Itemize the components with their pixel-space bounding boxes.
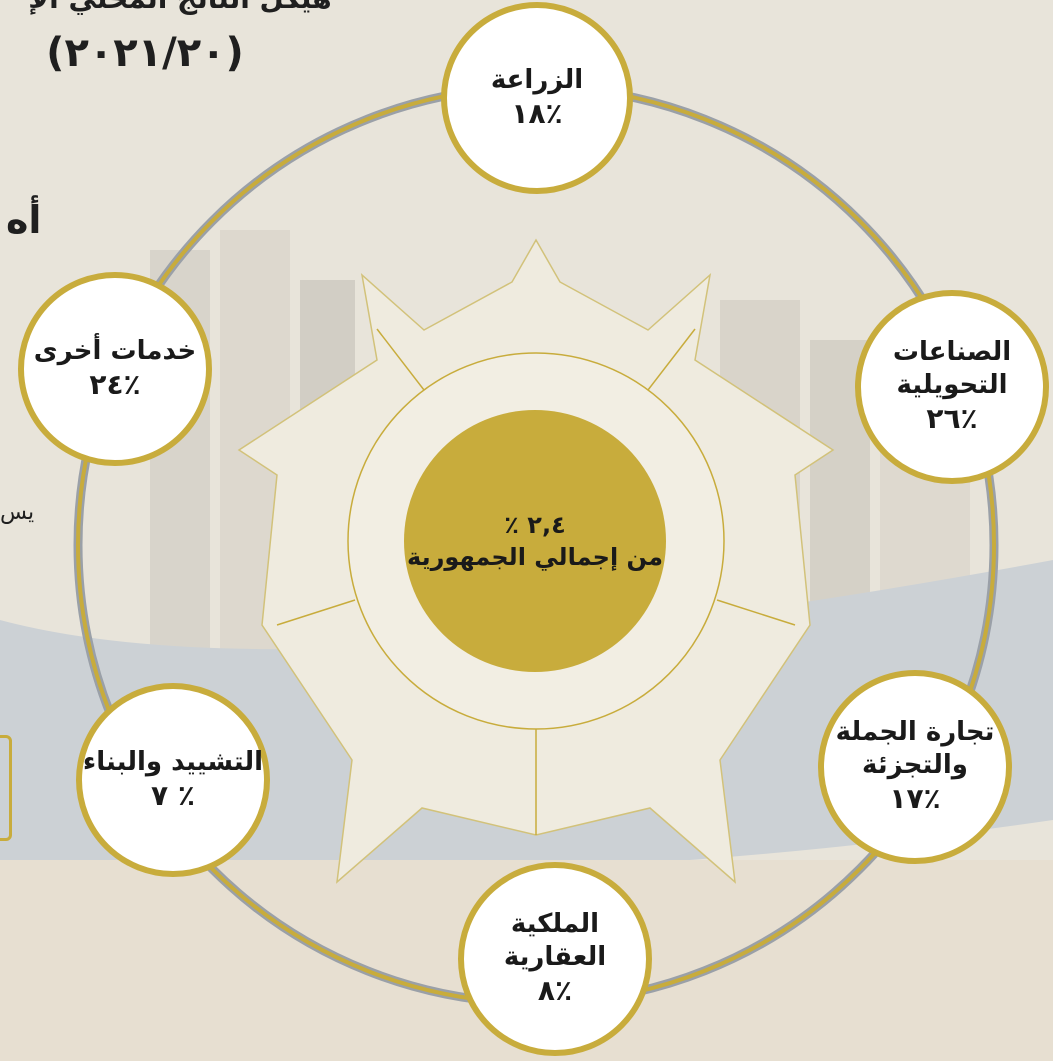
chart-title-line1: هيكل الناتج المحلي الإ (0, 0, 360, 15)
side-box (0, 735, 12, 841)
sector-value: ٪٢٤ (89, 368, 141, 402)
sector-label: خدمات أخرى (33, 335, 197, 366)
sector-node-trade: تجارة الجملة والتجزئة ٪١٧ (818, 670, 1012, 864)
sector-value: ٪ ٧ (151, 779, 195, 813)
sector-node-real-estate: الملكية العقارية ٪٨ (458, 862, 652, 1056)
sector-label: الصناعات التحويلية (892, 337, 1012, 400)
center-label: من إجمالي الجمهورية (407, 543, 663, 571)
side-text-fragment: يس (0, 500, 35, 525)
sector-value: ٪١٨ (511, 97, 563, 131)
chart-title-line2: (٢٠٢١/٢٠) (46, 30, 244, 76)
center-value: ٢,٤ ٪ (504, 511, 566, 539)
center-total-circle: ٢,٤ ٪ من إجمالي الجمهورية (404, 410, 666, 672)
sector-label: تجارة الجملة والتجزئة (835, 717, 995, 780)
sector-label: التشييد والبناء (82, 746, 264, 777)
sector-node-construction: التشييد والبناء ٪ ٧ (76, 683, 270, 877)
sector-value: ٪١٧ (889, 782, 941, 816)
sector-node-other-services: خدمات أخرى ٪٢٤ (18, 272, 212, 466)
sector-node-agriculture: الزراعة ٪١٨ (441, 2, 633, 194)
side-heading-fragment: أه (6, 198, 42, 242)
sector-value: ٪٨ (537, 974, 573, 1008)
sector-label: الزراعة (490, 64, 584, 95)
sector-value: ٪٢٦ (926, 402, 978, 436)
ring-dividers (276, 328, 796, 835)
sector-label: الملكية العقارية (503, 909, 607, 972)
sector-node-manufacturing: الصناعات التحويلية ٪٢٦ (855, 290, 1049, 484)
